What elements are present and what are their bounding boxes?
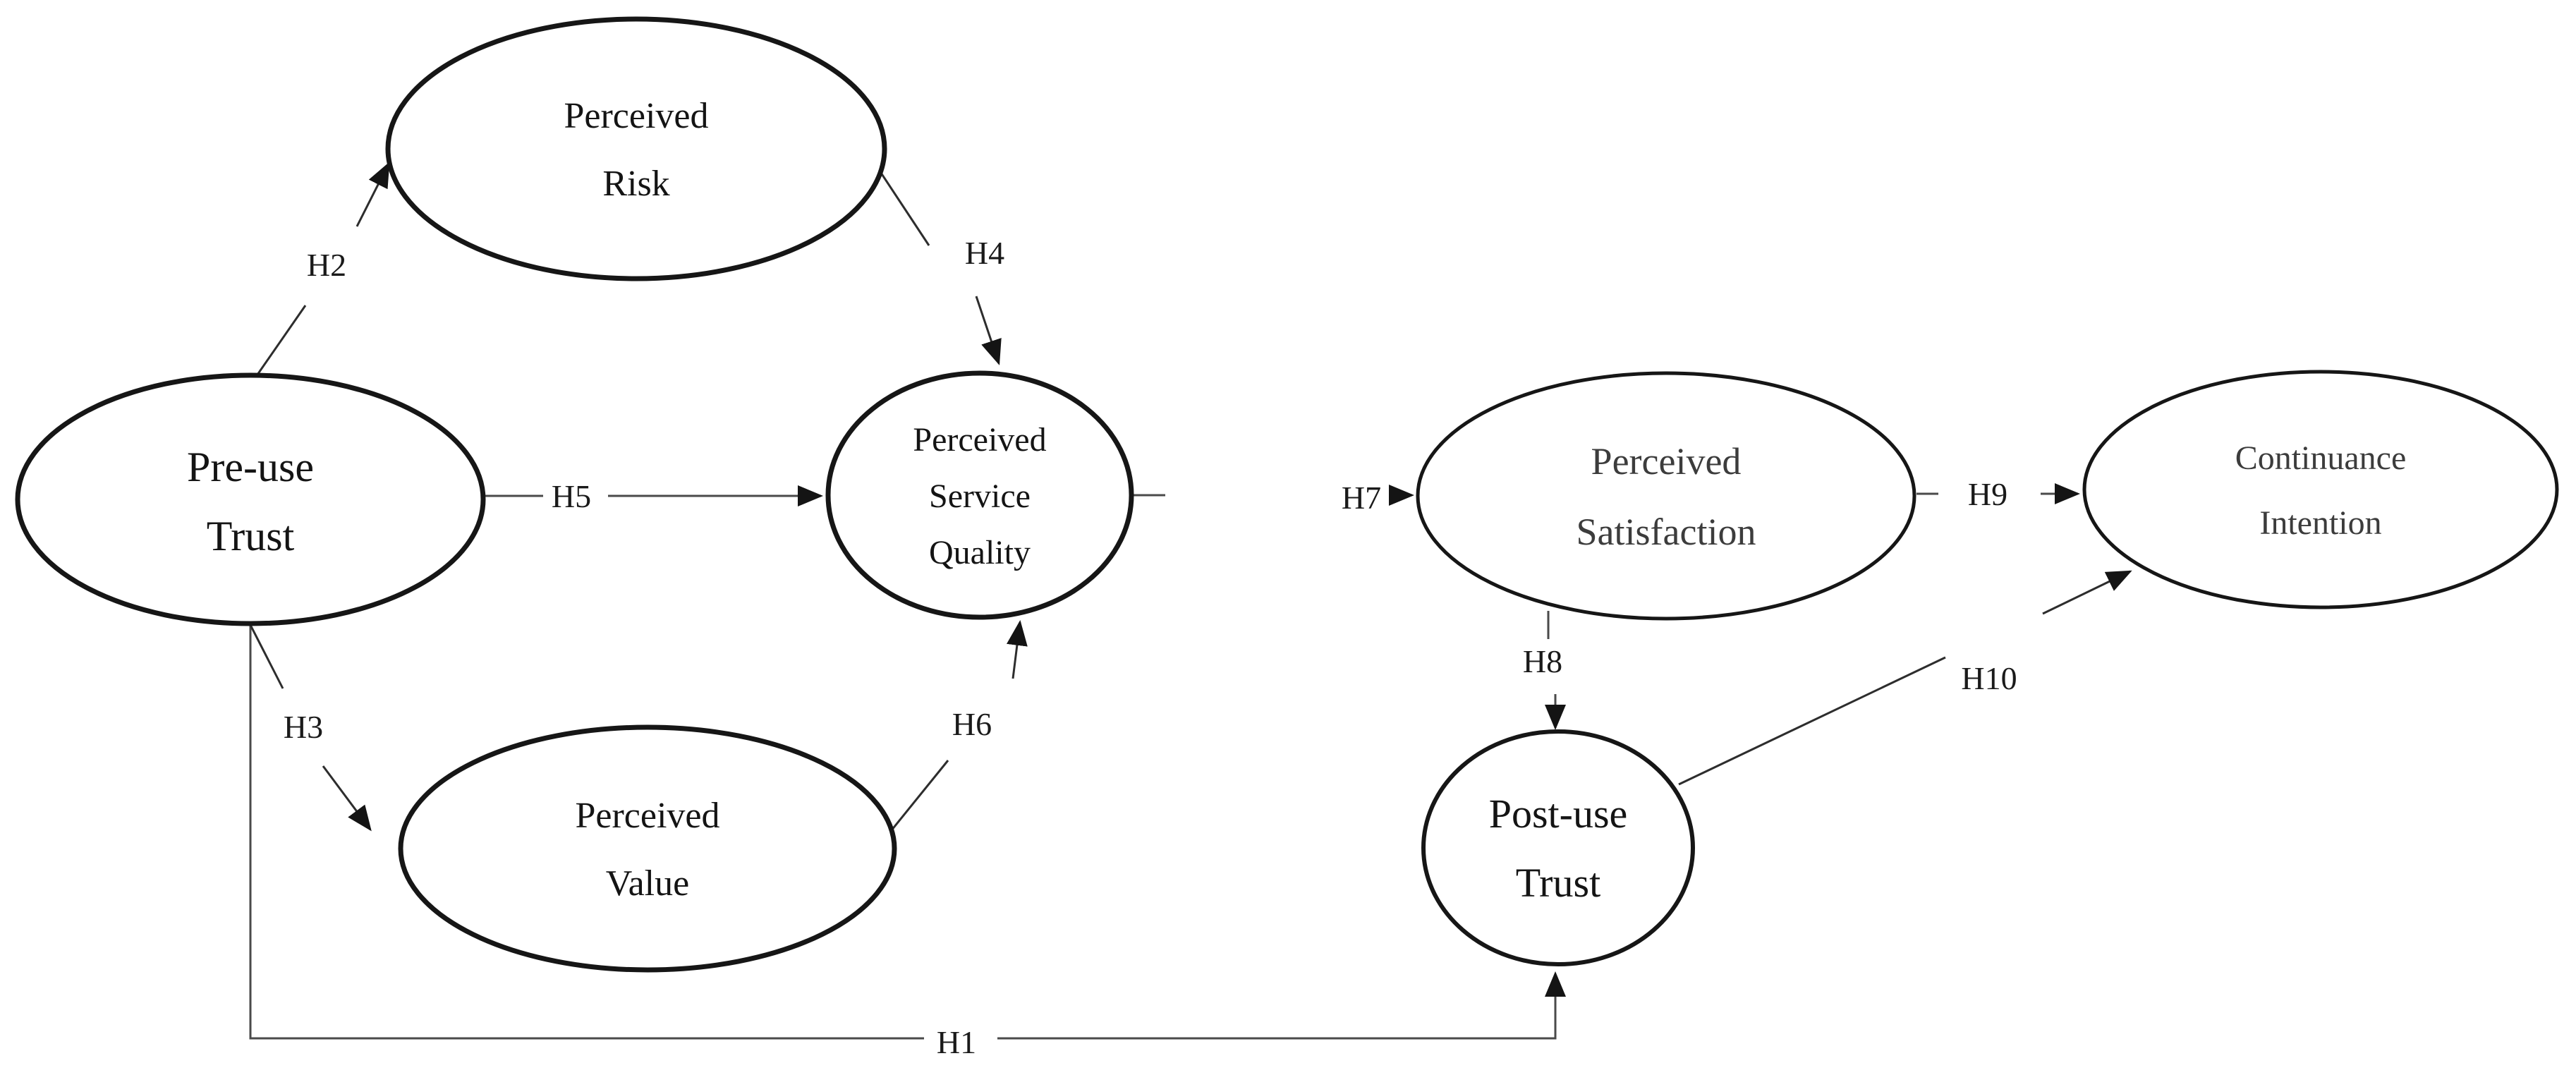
node-continuance-intention-line1: Continuance (2235, 439, 2407, 477)
node-perceived-service-quality: Perceived Service Quality (825, 370, 1134, 620)
edge-h1-path-b (997, 971, 1566, 1040)
edge-h3-path-b (322, 765, 372, 832)
node-pre-use-trust: Pre-use Trust (15, 372, 486, 626)
edge-h9-label: H9 (1968, 476, 2007, 512)
node-perceived-satisfaction-ellipse (1416, 371, 1916, 621)
edge-h2-label: H2 (307, 247, 346, 283)
node-perceived-service-quality-line3: Quality (929, 534, 1031, 571)
edge-h6-path-a (884, 760, 949, 839)
edge-h2: H2 (250, 162, 390, 384)
node-continuance-intention-line2: Intention (2259, 504, 2381, 542)
edge-h4: H4 (875, 166, 1004, 365)
edge-h6-path-b (1007, 620, 1028, 679)
edge-h5: H5 (485, 478, 823, 514)
node-perceived-value-ellipse (398, 724, 897, 973)
node-perceived-service-quality-line2: Service (929, 478, 1031, 515)
edge-h3-label: H3 (284, 709, 323, 745)
node-pre-use-trust-ellipse (15, 372, 486, 626)
node-continuance-intention: Continuance Intention (2082, 370, 2559, 609)
node-pre-use-trust-line1: Pre-use (187, 444, 314, 490)
edge-h1-label: H1 (937, 1024, 976, 1060)
edge-h6-label: H6 (952, 706, 992, 742)
edge-h8-label: H8 (1523, 643, 1562, 679)
node-perceived-risk-line2: Risk (602, 164, 669, 204)
node-perceived-service-quality-line1: Perceived (913, 421, 1046, 459)
node-post-use-trust: Post-use Trust (1421, 729, 1695, 966)
node-post-use-trust-line1: Post-use (1489, 791, 1628, 837)
edge-h1-path-a (249, 624, 924, 1040)
edge-h10-path-b (2042, 570, 2132, 615)
node-perceived-risk-ellipse (385, 16, 887, 281)
edge-h2-path-b (356, 162, 390, 227)
node-post-use-trust-ellipse (1421, 729, 1695, 966)
edge-h2-path-a (250, 305, 307, 384)
node-perceived-risk-line1: Perceived (564, 96, 708, 136)
edge-h3: H3 (249, 624, 372, 832)
edge-h9: H9 (1916, 476, 2080, 512)
edge-h5-label: H5 (552, 478, 591, 514)
edge-h6: H6 (884, 620, 1028, 839)
edge-h4-label: H4 (965, 235, 1004, 271)
node-continuance-intention-ellipse (2082, 370, 2559, 609)
edge-h7-label: H7 (1342, 480, 1381, 516)
node-pre-use-trust-line2: Trust (207, 513, 295, 559)
node-perceived-value: Perceived Value (398, 724, 897, 973)
node-perceived-satisfaction-line1: Perceived (1591, 440, 1742, 482)
node-perceived-service-quality-ellipse (825, 370, 1134, 620)
node-perceived-value-line1: Perceived (575, 796, 719, 836)
node-perceived-risk: Perceived Risk (385, 16, 887, 281)
node-perceived-value-line2: Value (606, 863, 689, 904)
edge-h10-label: H10 (1961, 660, 2017, 696)
node-post-use-trust-line2: Trust (1516, 860, 1600, 906)
node-perceived-satisfaction: Perceived Satisfaction (1416, 371, 1916, 621)
edge-h10: H10 (1678, 570, 2132, 786)
edge-h8: H8 (1523, 611, 1566, 730)
edge-h4-path-a (875, 166, 930, 246)
node-perceived-satisfaction-line2: Satisfaction (1576, 511, 1756, 553)
edge-h4-path-b (975, 296, 1002, 365)
edge-h10-path-a (1678, 656, 1946, 786)
edge-h1: H1 (249, 624, 1566, 1060)
edge-h3-path-a (249, 624, 284, 689)
edge-h7: H7 (1134, 480, 1414, 516)
